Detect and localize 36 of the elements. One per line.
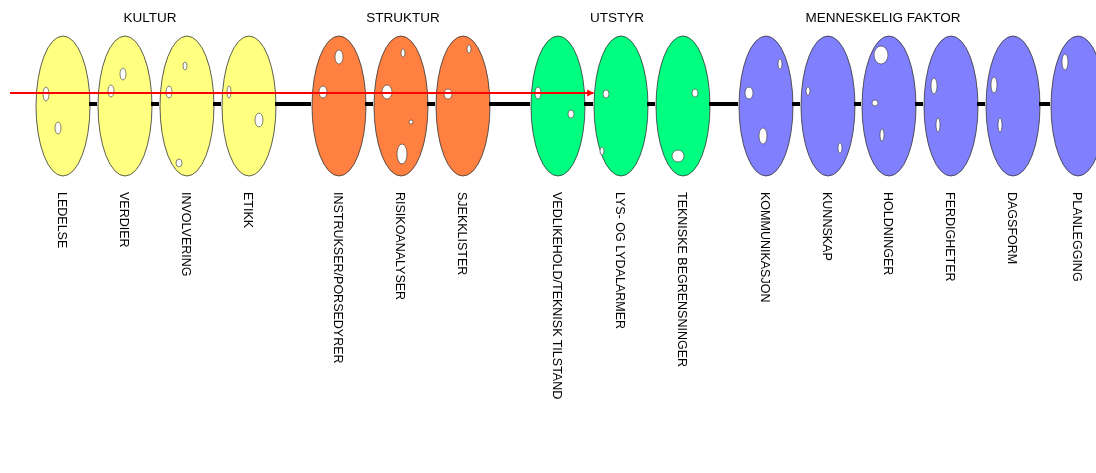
connector-line: [275, 102, 311, 106]
connector-line: [213, 102, 221, 106]
connector-line: [489, 102, 530, 106]
slice-label: DAGSFORM: [1004, 192, 1018, 265]
slice-label: TEKNISKE BEGRENSNINGER: [674, 192, 688, 368]
slice-label: KOMMUNIKASJON: [757, 192, 771, 303]
slice-label: VEDLIKEHOLD/TEKNISK TILSTAND: [549, 192, 563, 400]
slice-label: KUNNSKAP: [819, 192, 833, 261]
arrow: [9, 89, 595, 97]
group-heading: STRUKTUR: [366, 10, 440, 25]
slice-label: PLANLEGGING: [1069, 192, 1083, 282]
connector-line: [792, 102, 800, 106]
slice-label: LYS- OG LYDALARMER: [612, 192, 626, 330]
slice-label: LEDELSE: [54, 192, 68, 249]
connector-line: [427, 102, 435, 106]
slice-label: FERDIGHETER: [942, 192, 956, 282]
slice-label: HOLDNINGER: [880, 192, 894, 276]
slice-label: INVOLVERING: [178, 192, 192, 277]
connector-line: [647, 102, 655, 106]
slice-label: ETIKK: [240, 192, 254, 229]
connector-line: [915, 102, 923, 106]
slice-label: INSTRUKSER/PORSEDYRER: [330, 192, 344, 364]
connector-line: [89, 102, 97, 106]
connector-line: [977, 102, 985, 106]
group-heading: MENNESKELIG FAKTOR: [805, 10, 961, 25]
connector-line: [854, 102, 861, 106]
connector-line: [1039, 102, 1050, 106]
slice-label: RISIKOANALYSER: [392, 192, 406, 301]
group-heading: UTSTYR: [590, 10, 644, 25]
connector-line: [584, 102, 593, 106]
slice-label: SJEKKLISTER: [454, 192, 468, 276]
connector-line: [365, 102, 373, 106]
group-heading: KULTUR: [123, 10, 177, 25]
slice-label: VERDIER: [116, 192, 130, 248]
connector-line: [151, 102, 159, 106]
connector-line: [709, 102, 738, 106]
